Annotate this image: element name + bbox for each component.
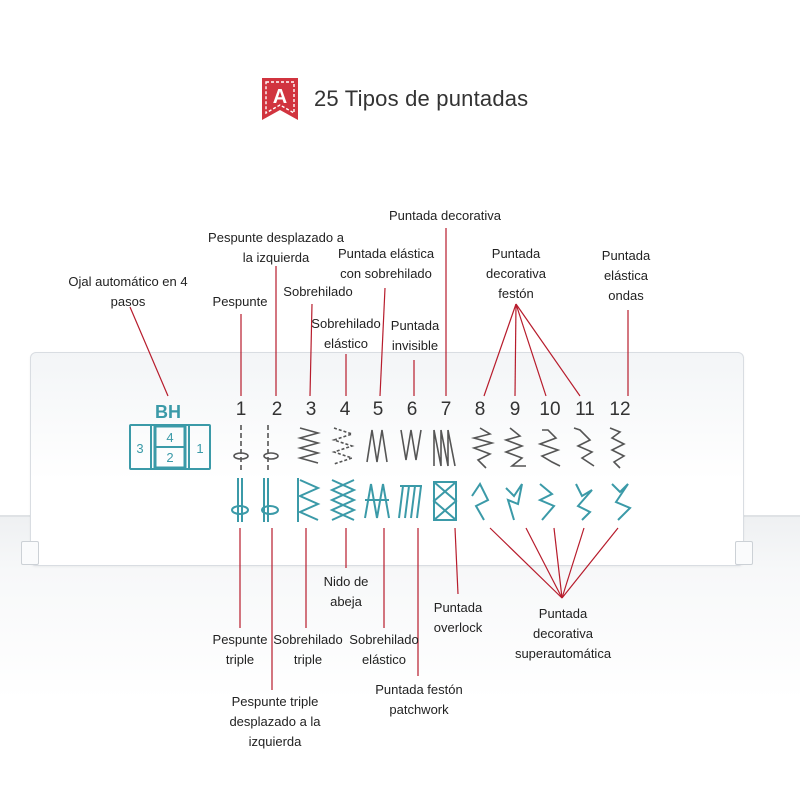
pointer-lines-bottom (239, 527, 619, 690)
bh-step-4: 4 (166, 430, 173, 445)
stitch-bottom-10 (537, 483, 556, 521)
buttonhole-label: BH (155, 402, 181, 422)
stitch-top-5 (366, 429, 388, 463)
stitch-bottom-1 (231, 478, 249, 522)
buttonhole-diagram (129, 424, 211, 470)
stitch-top-9 (503, 427, 526, 467)
stitch-top-11 (573, 427, 595, 467)
stitch-bottom-2 (261, 478, 279, 522)
stitch-number-8: 8 (474, 399, 486, 420)
stitch-number-10: 10 (539, 399, 561, 420)
stitch-bottom-9 (505, 483, 523, 521)
stitch-bottom-11 (575, 483, 593, 521)
stitch-top-10 (537, 429, 561, 467)
stitch-number-11: 11 (575, 399, 595, 420)
bh-step-3: 3 (136, 441, 143, 456)
panel-clip-right (735, 541, 753, 565)
page-title: 25 Tipos de puntadas (314, 86, 529, 111)
stitch-bottom-6 (398, 485, 422, 519)
header: A 25 Tipos de puntadas (260, 76, 528, 122)
stitch-number-12: 12 (609, 399, 631, 420)
badge-letter: A (273, 86, 287, 108)
stitch-bottom-8 (471, 482, 490, 521)
panel-clip-left (21, 541, 39, 565)
pointer-lines-top (129, 228, 629, 397)
stitch-top-4 (331, 427, 355, 465)
stitch-top-1 (233, 425, 249, 470)
stitch-bottom-4 (329, 479, 357, 521)
stitch-bottom-12 (611, 483, 632, 521)
stitch-top-3 (297, 427, 321, 464)
stitch-bottom-7 (432, 481, 458, 521)
stitch-number-3: 3 (305, 399, 317, 420)
stitch-top-8 (470, 427, 495, 469)
stitch-top-2 (263, 425, 279, 470)
stitch-row-bottom (231, 478, 632, 522)
stitch-number-4: 4 (339, 399, 351, 420)
label-pespunte: Pespunte (212, 294, 268, 309)
stitch-number-6: 6 (406, 399, 418, 420)
stitch-bottom-5 (364, 483, 390, 519)
stitch-number-7: 7 (440, 399, 452, 420)
label-puntada-decorativa: Puntada decorativa (388, 208, 502, 223)
stitch-top-7 (433, 429, 456, 467)
bh-step-1: 1 (196, 441, 203, 456)
stitch-badge-icon: A (262, 78, 298, 120)
stitch-number-5: 5 (372, 399, 384, 420)
stitch-number-1: 1 (235, 399, 247, 420)
label-sobrehilado: Sobrehilado (283, 284, 353, 299)
stitch-top-6 (400, 429, 422, 461)
stitch-bottom-3 (297, 478, 321, 522)
stitch-number-9: 9 (509, 399, 521, 420)
stitch-number-2: 2 (271, 399, 283, 420)
stitch-top-12 (609, 427, 626, 469)
bh-step-2: 2 (166, 450, 173, 465)
stitch-row-top (233, 425, 626, 470)
